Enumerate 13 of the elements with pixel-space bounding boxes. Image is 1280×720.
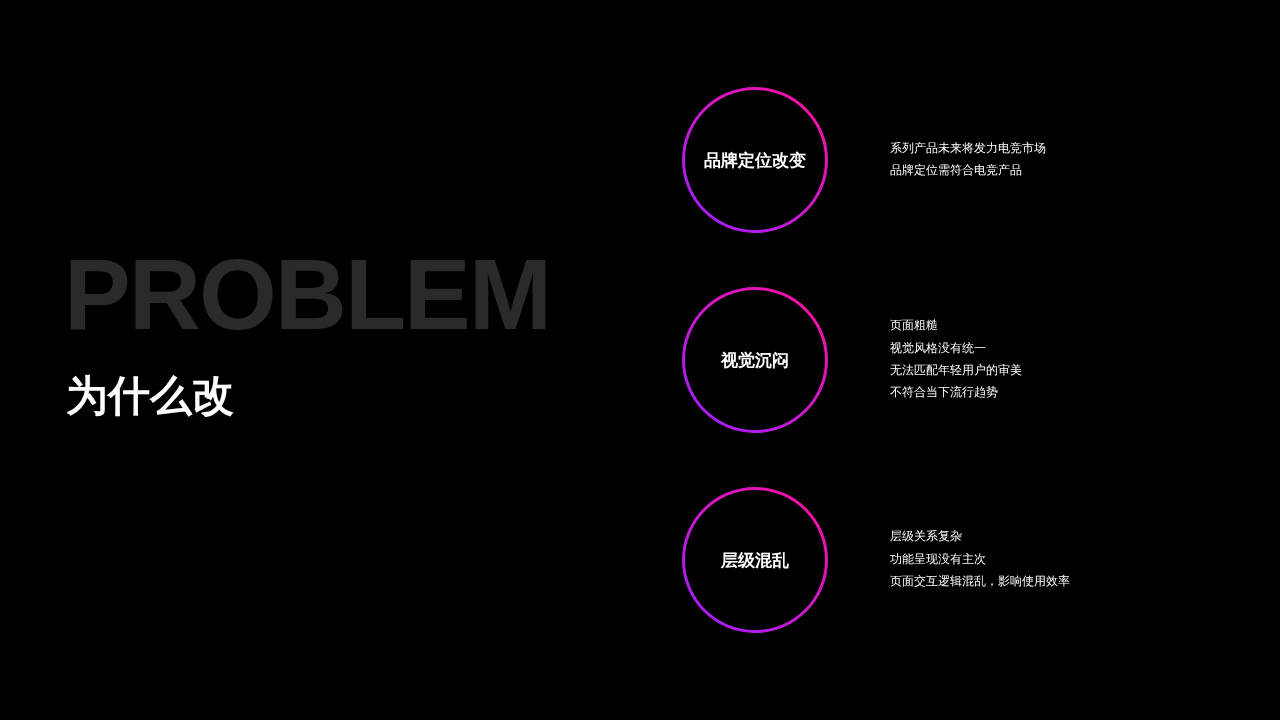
subheading-text: 为什么改 bbox=[66, 370, 234, 422]
description-text: 层级关系复杂 bbox=[890, 528, 963, 546]
node-label: 视觉沉闷 bbox=[721, 349, 789, 371]
description-text: 系列产品未来将发力电竞市场 bbox=[890, 139, 1046, 157]
description-text: 不符合当下流行趋势 bbox=[890, 384, 999, 402]
description-text: 无法匹配年轻用户的审美 bbox=[890, 362, 1022, 379]
node-label: 层级混乱 bbox=[721, 549, 789, 571]
node-label: 品牌定位改变 bbox=[704, 149, 806, 171]
description-text: 页面交互逻辑混乱，影响使用效率 bbox=[890, 573, 1070, 591]
description-text: 功能呈现没有主次 bbox=[890, 550, 987, 568]
description-text: 视觉风格没有统一 bbox=[890, 339, 987, 357]
description-text: 品牌定位需符合电竞产品 bbox=[890, 162, 1023, 179]
description-text: 页面粗糙 bbox=[890, 317, 939, 335]
